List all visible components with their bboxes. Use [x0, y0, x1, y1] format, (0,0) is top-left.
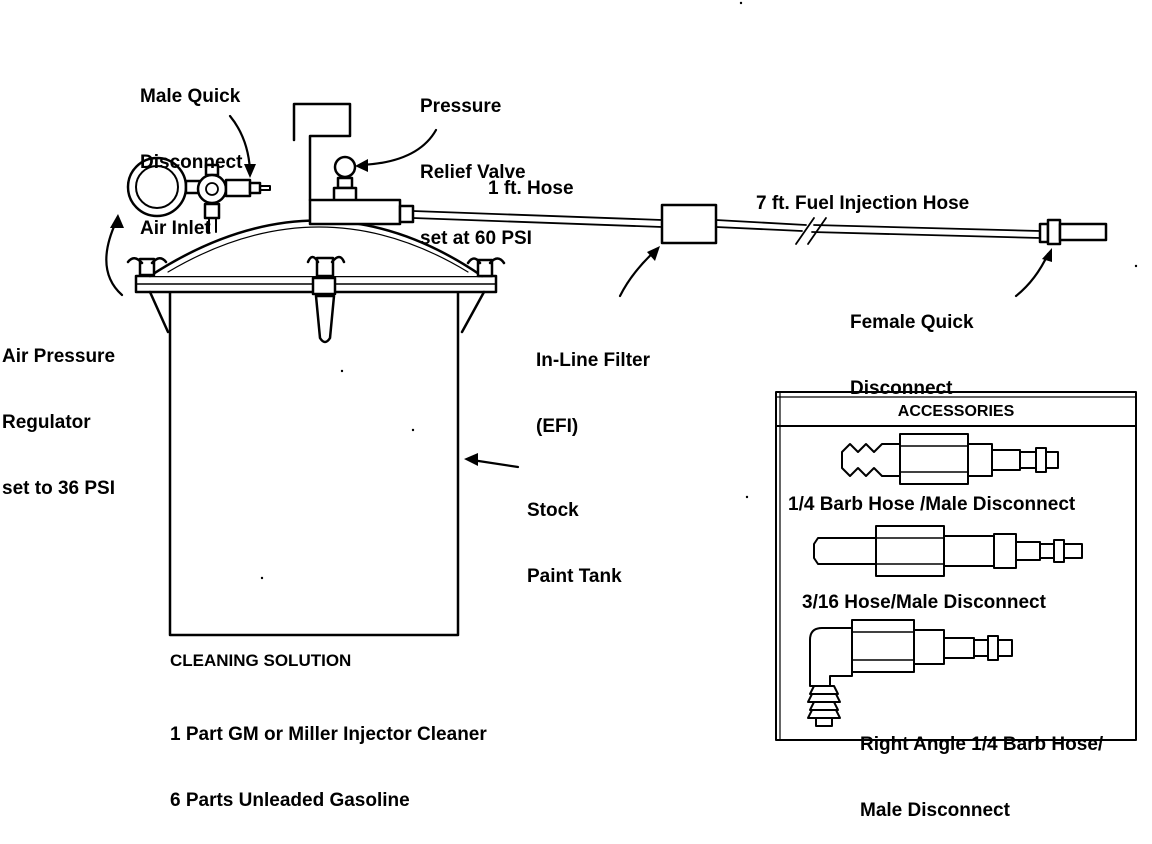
- female-quick-disconnect: [1038, 218, 1108, 246]
- air-pressure-regulator: [126, 156, 252, 233]
- front-clamp: [311, 276, 337, 344]
- arrow-heads: [110, 159, 1052, 466]
- one-ft-hose-label: 1 ft. Hose: [488, 178, 574, 199]
- accessory-barb-fitting: [841, 433, 1059, 485]
- accessory-3-label: Right Angle 1/4 Barb Hose/ Male Disconne…: [860, 734, 1104, 821]
- tank-handle: [292, 102, 352, 202]
- air-inlet-label: Male Quick Disconnect Air Inlet: [140, 86, 243, 239]
- wing-nut-right: [466, 257, 506, 278]
- outlet-fitting: [398, 204, 415, 224]
- inline-filter-label: In-Line Filter (EFI): [536, 350, 650, 437]
- one-ft-hose: [412, 210, 663, 228]
- seven-ft-hose-label: 7 ft. Fuel Injection Hose: [756, 193, 970, 214]
- wing-nut-center: [306, 255, 346, 278]
- regulator-label: Air Pressure Regulator set to 36 PSI: [2, 346, 116, 499]
- outlet-manifold: [308, 198, 402, 226]
- paint-tank: [134, 274, 498, 637]
- female-disconnect-label: Female Quick Disconnect: [850, 312, 974, 399]
- accessories-title: ACCESSORIES: [897, 403, 1015, 420]
- inline-filter: [660, 203, 718, 245]
- seven-ft-hose: [715, 219, 807, 232]
- paint-tank-label: Stock Paint Tank: [527, 500, 622, 587]
- accessory-hose-fitting: [813, 525, 1083, 577]
- accessory-right-angle-fitting: [807, 619, 1013, 727]
- accessory-1-label: 1/4 Barb Hose /Male Disconnect: [788, 494, 1076, 515]
- pressure-relief-valve: [332, 155, 358, 206]
- diagram: Male Quick Disconnect Air Inlet Pressure…: [2, 1, 1138, 821]
- wing-nut-left: [126, 257, 168, 277]
- cleaning-solution-recipe: 1 Part GM or Miller Injector Cleaner 6 P…: [170, 724, 487, 811]
- diagram-artwork: [105, 1, 1138, 741]
- relief-valve-label: Pressure Relief Valve set at 60 PSI: [420, 96, 532, 249]
- air-inlet-fitting: [248, 181, 271, 195]
- accessory-2-label: 3/16 Hose/Male Disconnect: [802, 592, 1046, 613]
- cleaning-solution-title: CLEANING SOLUTION: [170, 651, 352, 670]
